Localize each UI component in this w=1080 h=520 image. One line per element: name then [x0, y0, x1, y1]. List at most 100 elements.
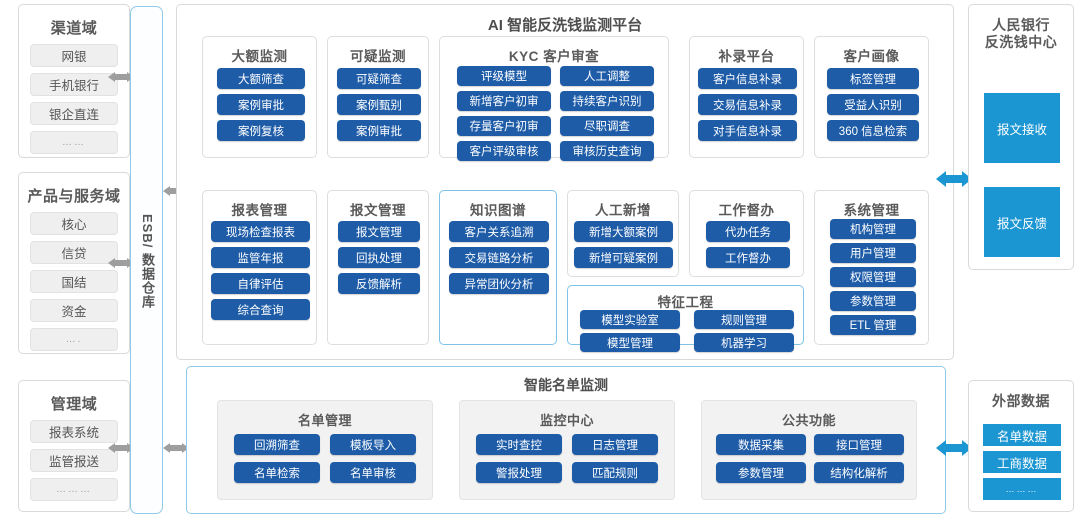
module-title: 特征工程 — [657, 295, 714, 310]
module-title: 知识图谱 — [470, 203, 526, 218]
domain-item[interactable]: 核心 — [30, 212, 118, 235]
group-button[interactable]: 结构化解析 — [814, 462, 904, 483]
module-button[interactable]: 标签管理 — [827, 68, 919, 89]
module-button[interactable]: 综合查询 — [211, 299, 310, 320]
group-button[interactable]: 匹配规则 — [572, 462, 658, 483]
module-button[interactable]: 工作督办 — [706, 247, 790, 268]
module-button[interactable]: 权限管理 — [830, 267, 916, 287]
external-item-business-data[interactable]: 工商数据 — [983, 451, 1061, 473]
module-manual-addition: 人工新增 新增大额案例 新增可疑案例 — [567, 190, 679, 277]
module-button[interactable]: 尽职调查 — [560, 116, 654, 136]
module-button[interactable]: 案例审批 — [337, 120, 421, 141]
domain-item[interactable]: 网银 — [30, 44, 118, 67]
domain-item[interactable]: 银企直连 — [30, 102, 118, 125]
module-button[interactable]: 人工调整 — [560, 66, 654, 86]
group-button[interactable]: 参数管理 — [716, 462, 806, 483]
module-title: 补录平台 — [718, 49, 775, 64]
smart-list-title: 智能名单监测 — [524, 377, 608, 393]
group-button[interactable]: 数据采集 — [716, 434, 806, 455]
module-button[interactable]: 可疑筛查 — [337, 68, 421, 89]
module-button[interactable]: 回执处理 — [338, 247, 420, 268]
external-data-panel: 外部数据 名单数据 工商数据 ……… — [968, 380, 1074, 512]
module-button[interactable]: 用户管理 — [830, 243, 916, 263]
domain-item-ellipsis: …. — [30, 328, 118, 351]
pboc-item-message-receive[interactable]: 报文接收 — [984, 93, 1060, 163]
module-title: 大额监测 — [231, 49, 288, 64]
module-button[interactable]: 新增可疑案例 — [574, 247, 673, 268]
module-button[interactable]: ETL 管理 — [830, 315, 916, 335]
group-button[interactable]: 实时查控 — [476, 434, 562, 455]
module-button[interactable]: 客户信息补录 — [698, 68, 797, 89]
group-title: 公共功能 — [781, 413, 836, 428]
module-button[interactable]: 案例审批 — [217, 94, 305, 115]
group-button[interactable]: 回溯筛查 — [234, 434, 320, 455]
module-button[interactable]: 现场检查报表 — [211, 221, 310, 242]
module-title: 报表管理 — [231, 203, 288, 218]
group-title: 名单管理 — [297, 413, 352, 428]
module-button[interactable]: 360 信息检索 — [827, 120, 919, 141]
module-supplementary-platform: 补录平台 客户信息补录 交易信息补录 对手信息补录 — [689, 36, 804, 158]
smartlist-group-monitoring-center: 监控中心 实时查控 日志管理 警报处理 匹配规则 — [459, 400, 675, 500]
external-data-title: 外部数据 — [992, 393, 1050, 409]
module-button[interactable]: 代办任务 — [706, 221, 790, 242]
module-button[interactable]: 异常团伙分析 — [449, 273, 549, 294]
module-button[interactable]: 监管年报 — [211, 247, 310, 268]
module-title: 工作督办 — [718, 203, 775, 218]
esb-data-warehouse-bar[interactable]: ESB/ 数据仓库 — [130, 6, 163, 514]
pboc-title-line1: 人民银行 — [992, 17, 1050, 33]
domain-title: 产品与服务域 — [27, 188, 121, 205]
module-button[interactable]: 交易链路分析 — [449, 247, 549, 268]
external-item-ellipsis: ……… — [983, 478, 1061, 500]
module-button[interactable]: 客户评级审核 — [457, 141, 551, 161]
module-button[interactable]: 报文管理 — [338, 221, 420, 242]
group-button[interactable]: 接口管理 — [814, 434, 904, 455]
pboc-aml-center-panel: 人民银行 反洗钱中心 报文接收 报文反馈 — [968, 4, 1074, 270]
pboc-item-message-feedback[interactable]: 报文反馈 — [984, 187, 1060, 257]
module-button[interactable]: 新增客户初审 — [457, 91, 551, 111]
module-button[interactable]: 机构管理 — [830, 219, 916, 239]
module-button[interactable]: 对手信息补录 — [698, 120, 797, 141]
module-large-amount-monitoring: 大额监测 大额筛查 案例审批 案例复核 — [202, 36, 317, 158]
domain-item[interactable]: 手机银行 — [30, 73, 118, 96]
module-button[interactable]: 参数管理 — [830, 291, 916, 311]
module-title: KYC 客户审查 — [508, 49, 600, 64]
module-button[interactable]: 客户关系追溯 — [449, 221, 549, 242]
module-button[interactable]: 受益人识别 — [827, 94, 919, 115]
smartlist-group-list-management: 名单管理 回溯筛查 模板导入 名单检索 名单审核 — [217, 400, 433, 500]
module-system-management: 系统管理 机构管理 用户管理 权限管理 参数管理 ETL 管理 — [814, 190, 929, 345]
group-button[interactable]: 名单检索 — [234, 462, 320, 483]
module-button[interactable]: 存量客户初审 — [457, 116, 551, 136]
module-button[interactable]: 新增大额案例 — [574, 221, 673, 242]
module-button[interactable]: 机器学习 — [694, 333, 794, 352]
module-button[interactable]: 交易信息补录 — [698, 94, 797, 115]
pboc-title-line2: 反洗钱中心 — [984, 34, 1058, 50]
connector-platform-to-pboc — [936, 168, 972, 190]
connector-management-to-esb — [108, 441, 134, 455]
domain-item[interactable]: 资金 — [30, 299, 118, 322]
smartlist-group-common-functions: 公共功能 数据采集 接口管理 参数管理 结构化解析 — [701, 400, 917, 500]
group-button[interactable]: 模板导入 — [330, 434, 416, 455]
module-button[interactable]: 评级模型 — [457, 66, 551, 86]
domain-item[interactable]: 监管报送 — [30, 449, 118, 472]
group-button[interactable]: 名单审核 — [330, 462, 416, 483]
module-button[interactable]: 规则管理 — [694, 310, 794, 329]
module-button[interactable]: 审核历史查询 — [560, 141, 654, 161]
module-button[interactable]: 模型管理 — [580, 333, 680, 352]
domain-panel-product-service: 产品与服务域 核心 信贷 国结 资金 …. — [18, 172, 130, 354]
domain-item[interactable]: 信贷 — [30, 241, 118, 264]
module-button[interactable]: 持续客户识别 — [560, 91, 654, 111]
domain-item[interactable]: 国结 — [30, 270, 118, 293]
module-button[interactable]: 大额筛查 — [217, 68, 305, 89]
module-button[interactable]: 案例甄别 — [337, 94, 421, 115]
module-button[interactable]: 自律评估 — [211, 273, 310, 294]
module-button[interactable]: 案例复核 — [217, 120, 305, 141]
connector-esb-to-smartlist — [163, 441, 189, 455]
external-item-list-data[interactable]: 名单数据 — [983, 424, 1061, 446]
group-button[interactable]: 日志管理 — [572, 434, 658, 455]
module-button[interactable]: 反馈解析 — [338, 273, 420, 294]
ai-aml-platform-panel: AI 智能反洗钱监测平台 大额监测 大额筛查 案例审批 案例复核 可疑监测 可疑… — [176, 4, 954, 360]
smart-list-monitoring-panel: 智能名单监测 名单管理 回溯筛查 模板导入 名单检索 名单审核 监控中心 实时查… — [186, 366, 946, 514]
group-button[interactable]: 警报处理 — [476, 462, 562, 483]
domain-item[interactable]: 报表系统 — [30, 420, 118, 443]
module-button[interactable]: 模型实验室 — [580, 310, 680, 329]
